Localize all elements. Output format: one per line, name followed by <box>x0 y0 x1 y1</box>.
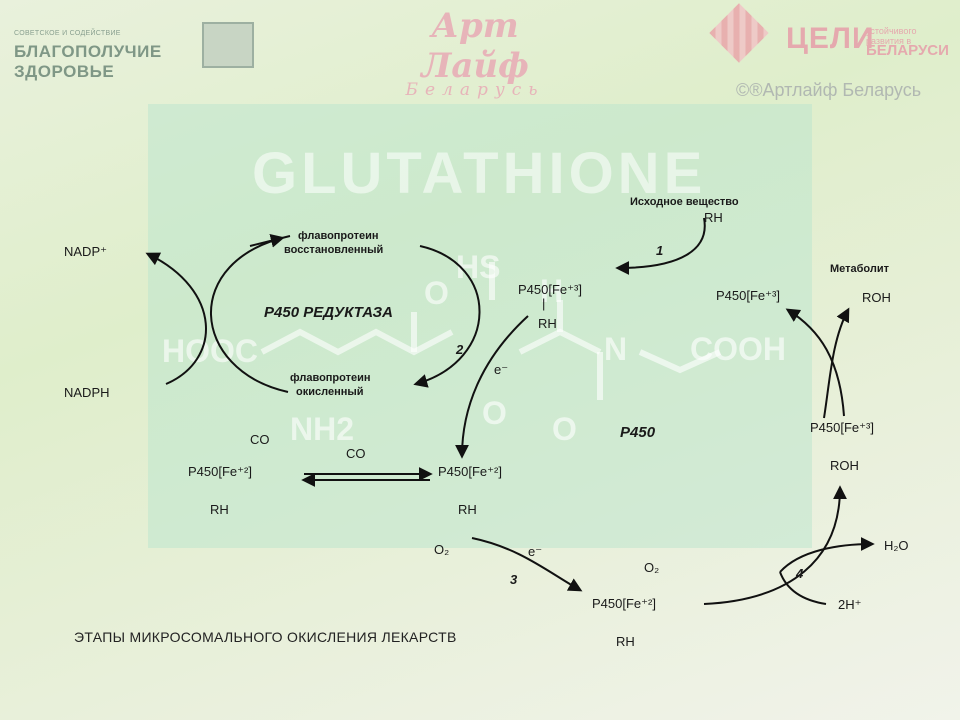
electron-2-label: e⁻ <box>528 544 543 559</box>
p450-fe2-o2-complex: P450[Fe⁺²] <box>592 596 656 611</box>
p450-fe2-co-complex: P450[Fe⁺²] <box>188 464 252 479</box>
sdg-logo-small: устойчивого развития в <box>866 26 917 46</box>
diagram-caption: ЭТАПЫ МИКРОСОМАЛЬНОГО ОКИСЛЕНИЯ ЛЕКАРСТВ <box>74 629 457 645</box>
metabolite-arrow <box>785 308 845 417</box>
substrate-binding-arrow <box>615 217 706 275</box>
o2-left-label: O₂ <box>434 542 450 557</box>
flavo-reduced-arrowhead <box>249 233 285 248</box>
flavo-reduced-label-1: флавопротеин <box>298 230 379 242</box>
p450-fe3-rh-complex: P450[Fe⁺³] <box>518 282 582 297</box>
flavo-oxidized-label-1: флавопротеин <box>290 372 371 384</box>
p450-fe2-rh-substrate: RH <box>458 502 477 517</box>
header-bar: СОВЕТСКОЕ И СОДЕЙСТВИЕ БЛАГОПОЛУЧИЕ ЗДОР… <box>0 0 960 100</box>
o2-ligand-label: O₂ <box>644 560 660 575</box>
artlife-logo: Арт Лайф Беларусь <box>380 6 570 100</box>
step-2-label: 2 <box>456 342 464 357</box>
watermark-h: H <box>540 273 563 309</box>
watermark-title: GLUTATHIONE <box>252 141 707 206</box>
p450-fe2-o2-rh: RH <box>616 634 635 649</box>
reductase-label: P450 РЕДУКТАЗА <box>264 304 393 321</box>
watermark-o3: O <box>552 411 577 447</box>
step-3-label: 3 <box>510 572 518 587</box>
o2-binding-arrow <box>471 537 583 592</box>
substrate-rh: RH <box>704 210 723 225</box>
metabolite-roh: ROH <box>862 290 891 305</box>
sdg-logo-word: ЦЕЛИ <box>786 22 875 55</box>
watermark-n: N <box>604 331 627 367</box>
substrate-title: Исходное вещество <box>630 196 739 208</box>
flavo-oxidized-label-2: окисленный <box>296 386 364 398</box>
p450-fe2-co-rh: RH <box>210 502 229 517</box>
p450-fe3-rh-substrate: RH <box>538 316 557 331</box>
sdg-logo: ЦЕЛИ устойчивого развития в БЕЛАРУСИ <box>709 3 952 74</box>
sdg-logo-subtitle: устойчивого развития в БЕЛАРУСИ <box>866 26 956 59</box>
step-4-label: 4 <box>796 566 804 581</box>
health-logo-text: БЛАГОПОЛУЧИЕ ЗДОРОВЬЕ <box>14 42 162 81</box>
watermark-o1: O <box>424 275 449 311</box>
watermark-o2: O <box>482 395 507 431</box>
electron-1-label: e⁻ <box>494 362 509 377</box>
water-release-arrow <box>779 537 875 573</box>
watermark-hooc: HOOC <box>162 333 258 369</box>
roh-release-arrow <box>823 307 850 419</box>
nadp-arrow <box>145 252 207 385</box>
up-right-arrow <box>703 485 847 605</box>
p450-label: P450 <box>620 424 656 441</box>
artlife-logo-name: Арт Лайф <box>421 6 529 86</box>
nadph-label: NADPH <box>64 385 110 400</box>
two-h-arrow <box>779 571 827 605</box>
watermark-nh2: NH2 <box>290 411 354 447</box>
electron-transfer-arrow <box>455 315 529 459</box>
reductase-right-arc <box>413 245 481 388</box>
watermark-cooh: COOH <box>690 331 786 367</box>
p450-fe3-roh-complex: P450[Fe⁺³] <box>810 420 874 435</box>
flavo-left-arc <box>210 235 291 393</box>
monitor-icon <box>202 22 254 68</box>
sdg-logo-country: БЕЛАРУСИ <box>866 42 949 59</box>
co-arrow-label: CO <box>346 446 366 461</box>
protons-label: 2H⁺ <box>838 597 862 612</box>
co-ligand-label: CO <box>250 432 270 447</box>
artlife-logo-country: Беларусь <box>405 80 545 100</box>
health-logo: СОВЕТСКОЕ И СОДЕЙСТВИЕ БЛАГОПОЛУЧИЕ ЗДОР… <box>14 22 254 81</box>
step-1-label: 1 <box>656 243 664 258</box>
copyright-text: ©®Артлайф Беларусь <box>736 80 922 100</box>
metabolite-title: Метаболит <box>830 263 890 275</box>
water-label: H₂O <box>884 538 909 553</box>
background-panel <box>148 104 812 548</box>
p450-fe3-roh-product: ROH <box>830 458 859 473</box>
nadp-plus-label: NADP⁺ <box>64 244 107 259</box>
health-logo-small-text: СОВЕТСКОЕ И СОДЕЙСТВИЕ <box>14 30 121 37</box>
p450-fe3-free: P450[Fe⁺³] <box>716 288 780 303</box>
p450-fe2-rh-complex: P450[Fe⁺²] <box>438 464 502 479</box>
flavo-reduced-label-2: восстановленный <box>284 244 384 256</box>
watermark-hs: HS <box>456 249 500 285</box>
p450-fe3-rh-bond: | <box>542 296 546 311</box>
